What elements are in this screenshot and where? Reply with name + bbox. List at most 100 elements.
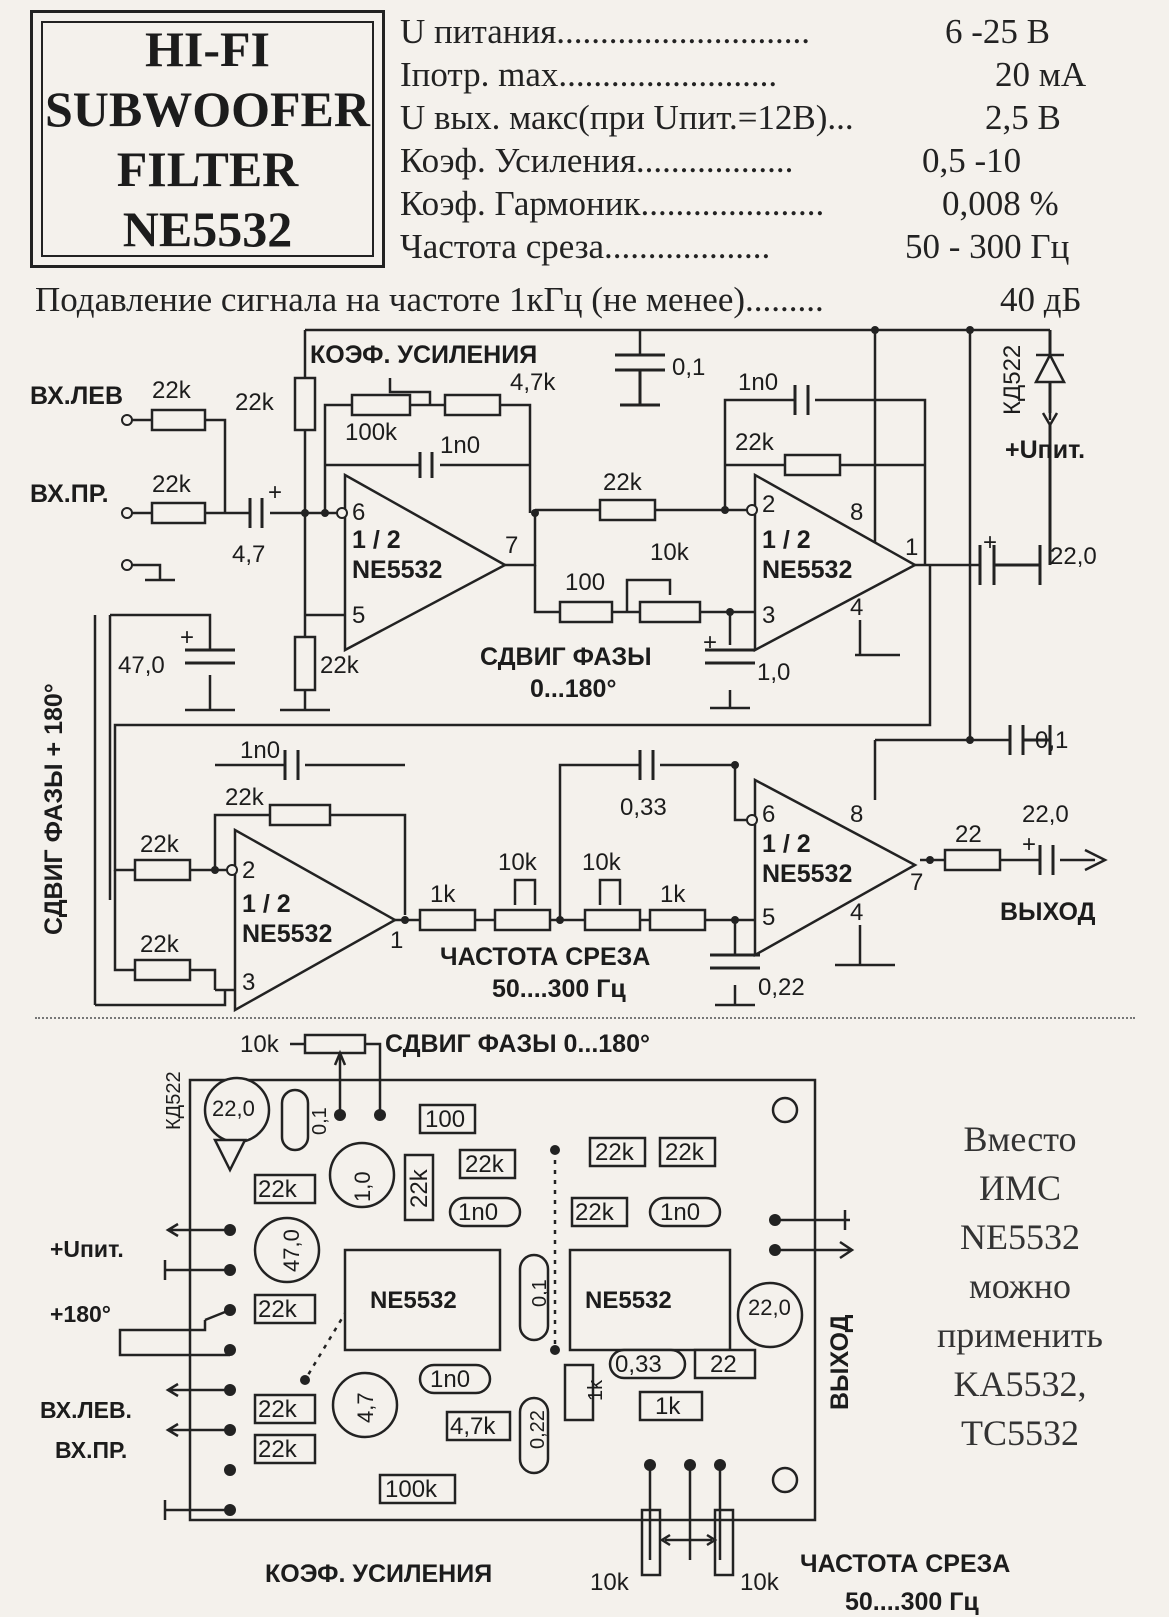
pcb-text: 10k СДВИГ ФАЗЫ 0...180° 22,0 0,1 100 22k… bbox=[40, 1030, 1010, 1616]
pcb-cutoff-label: ЧАСТОТА СРЕЗА bbox=[800, 1550, 1010, 1578]
resistor-22k-fb3 bbox=[268, 803, 332, 827]
label-pot-10k-a: 10k bbox=[498, 849, 538, 876]
spec-supply-voltage-label: U питания............................. bbox=[400, 12, 811, 51]
pcb-r100: 100 bbox=[425, 1106, 465, 1133]
label-c-0-1-bottom: 0,1 bbox=[1035, 727, 1068, 754]
opamp3-pin3: 3 bbox=[242, 969, 255, 996]
pcb-phase-title: СДВИГ ФАЗЫ 0...180° bbox=[385, 1030, 650, 1058]
note-line-3: NE5532 bbox=[960, 1217, 1080, 1257]
title-line-2: SUBWOOFER bbox=[44, 81, 371, 137]
label-pot-10k-b: 10k bbox=[582, 849, 622, 876]
pcb-c1-0: 1,0 bbox=[350, 1171, 375, 1202]
pot-cutoff-10k-b bbox=[583, 908, 642, 932]
opamp2-pin4: 4 bbox=[850, 594, 863, 621]
opamp1-pin7: 7 bbox=[505, 532, 518, 559]
label-c-0-33: 0,33 bbox=[620, 794, 667, 821]
pcb-c47-0: 47,0 bbox=[279, 1229, 304, 1272]
pcb-in-right: ВХ.ПР. bbox=[55, 1437, 127, 1463]
label-diode: КД522 bbox=[999, 345, 1026, 415]
spec-thd-label: Коэф. Гармоник..................... bbox=[400, 184, 825, 223]
pcb-outline bbox=[188, 1033, 855, 1577]
pcb-pot-10k-a: 10k bbox=[590, 1569, 630, 1596]
spec-gain-label: Коэф. Усиления.................. bbox=[400, 141, 794, 180]
title-line-4: NE5532 bbox=[122, 201, 293, 257]
label-r-22k-in3a: 22k bbox=[140, 831, 180, 858]
pcb-ic2: NE5532 bbox=[585, 1287, 672, 1314]
title-line-1: HI-FI bbox=[145, 21, 270, 77]
pot-phase-10k bbox=[638, 600, 702, 624]
cap-0-1-top bbox=[615, 353, 665, 407]
label-r-in-left: 22k bbox=[152, 377, 192, 404]
cap-4-7 bbox=[248, 498, 264, 528]
spec-current-label: Iпотр. max......................... bbox=[400, 55, 778, 94]
label-r-22k-fb3: 22k bbox=[225, 784, 265, 811]
resistor-22-out bbox=[943, 848, 1002, 872]
label-c-0-22: 0,22 bbox=[758, 974, 805, 1001]
label-r-bias-bottom: 22k bbox=[320, 652, 360, 679]
opamp-2 bbox=[753, 472, 918, 653]
pcb-r22k-f: 22k bbox=[575, 1199, 615, 1226]
pcb-r100k: 100k bbox=[385, 1476, 438, 1503]
spec-current-value: 20 мА bbox=[995, 55, 1087, 94]
label-output: ВЫХОД bbox=[1000, 898, 1096, 926]
pcb-r1k-a: 1k bbox=[585, 1379, 607, 1401]
opamp1-pin5: 5 bbox=[352, 602, 365, 629]
opamp4-pin5: 5 bbox=[762, 904, 775, 931]
note-line-2: ИМС bbox=[978, 1168, 1062, 1208]
schematic-wires bbox=[93, 328, 1108, 1007]
pcb-r22k-e: 22k bbox=[406, 1168, 433, 1208]
opamp3-half: 1 / 2 bbox=[242, 890, 291, 918]
cap-22-0-supply bbox=[978, 545, 1042, 585]
spec-supply-voltage-value: 6 -25 В bbox=[945, 12, 1050, 51]
pot-gain-100k bbox=[350, 393, 412, 417]
diode-kd522 bbox=[1033, 352, 1067, 428]
label-r-100: 100 bbox=[565, 569, 605, 596]
cap-22-0-out bbox=[1038, 845, 1055, 875]
opamp4-pin6: 6 bbox=[762, 801, 775, 828]
opamp4-name: NE5532 bbox=[762, 860, 852, 888]
opamp3-name: NE5532 bbox=[242, 920, 332, 948]
label-gain: КОЭФ. УСИЛЕНИЯ bbox=[310, 341, 537, 369]
note-line-5: применить bbox=[937, 1315, 1103, 1355]
label-plus-c470: + bbox=[180, 624, 194, 651]
title-box-inner: HI-FI SUBWOOFER FILTER NE5532 bbox=[41, 21, 374, 257]
opamp-1 bbox=[343, 472, 508, 653]
opamp4-pin4: 4 bbox=[850, 899, 863, 926]
pcb-vplus: +Uпит. bbox=[50, 1236, 124, 1262]
opamp2-pin2: 2 bbox=[762, 491, 775, 518]
pcb-output: ВЫХОД bbox=[826, 1314, 854, 1410]
opamps bbox=[233, 472, 918, 1013]
pcb-r22k-b: 22k bbox=[595, 1139, 635, 1166]
pcb-c1n0-b: 1n0 bbox=[660, 1199, 700, 1226]
inverting-bubbles bbox=[121, 414, 758, 876]
resistor-22k-mid bbox=[598, 498, 657, 522]
spec-suppression-value: 40 дБ bbox=[1000, 280, 1082, 319]
label-c-4-7: 4,7 bbox=[232, 541, 265, 568]
label-plus-c10: + bbox=[703, 629, 717, 656]
opamp4-pin8: 8 bbox=[850, 801, 863, 828]
opamp4-pin7: 7 bbox=[910, 869, 923, 896]
junction-dots bbox=[211, 326, 974, 924]
note-line-7: TC5532 bbox=[960, 1413, 1079, 1453]
cap-0-1-bottom bbox=[1008, 725, 1052, 755]
label-plus-c220: + bbox=[983, 529, 997, 556]
pcb-c4-7: 4,7 bbox=[353, 1392, 378, 1423]
pcb-c22-0-a: 22,0 bbox=[212, 1096, 255, 1121]
spec-suppression-label: Подавление сигнала на частоте 1кГц (не м… bbox=[35, 280, 824, 319]
label-phase-shift: СДВИГ ФАЗЫ bbox=[480, 643, 652, 671]
opamp2-pin3: 3 bbox=[762, 602, 775, 629]
opamp3-pin1: 1 bbox=[390, 927, 403, 954]
cap-0-33 bbox=[638, 750, 655, 780]
spec-output-voltage-value: 2,5 В bbox=[985, 98, 1061, 137]
pcb-r4k7: 4,7k bbox=[450, 1413, 496, 1440]
spec-cutoff-label: Частота среза................... bbox=[400, 227, 771, 266]
label-r-22k-fb2: 22k bbox=[735, 429, 775, 456]
label-c-0-1-top: 0,1 bbox=[672, 354, 705, 381]
pcb-r22k-c: 22k bbox=[665, 1139, 705, 1166]
resistor-in-left bbox=[150, 408, 207, 432]
pcb-cutoff-range: 50....300 Гц bbox=[845, 1588, 979, 1616]
spec-thd-value: 0,008 % bbox=[942, 184, 1059, 223]
label-r-in-right: 22k bbox=[152, 471, 192, 498]
opamp1-name: NE5532 bbox=[352, 556, 442, 584]
opamp2-pin1: 1 bbox=[905, 534, 918, 561]
